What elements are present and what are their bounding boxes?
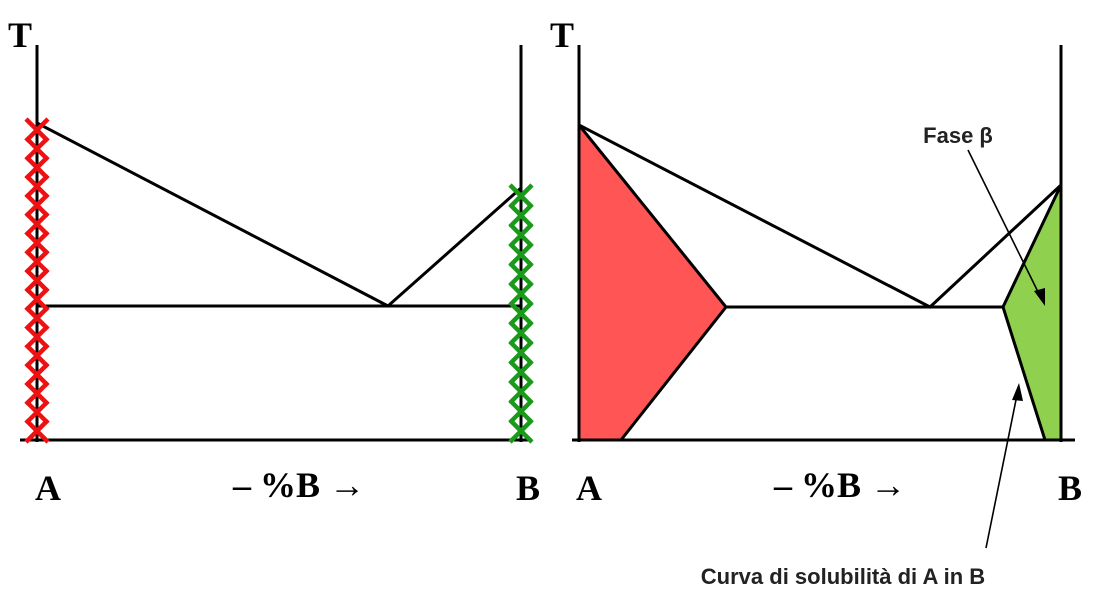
pure-A-x-marker bbox=[24, 155, 50, 181]
pure-B-x-marker bbox=[508, 359, 534, 385]
pure-B-x-marker bbox=[508, 379, 534, 405]
left-y-axis-label: T bbox=[8, 15, 32, 55]
pure-A-x-marker bbox=[24, 399, 50, 425]
right-x-label-A: A bbox=[576, 468, 602, 508]
pure-B-x-marker bbox=[508, 202, 534, 229]
left-liquidus bbox=[36, 121, 522, 308]
pure-A-x-marker bbox=[24, 286, 50, 312]
pure-B-x-marker bbox=[508, 300, 534, 327]
solubility-arrowhead bbox=[1012, 383, 1023, 401]
pure-A-x-marker bbox=[24, 324, 50, 350]
pure-B-x-marker bbox=[508, 281, 534, 307]
pure-A-marker-column bbox=[24, 117, 50, 444]
pure-A-x-marker bbox=[24, 267, 50, 294]
pure-B-marker-column bbox=[508, 183, 534, 444]
pure-A-x-marker bbox=[24, 249, 50, 275]
right-phase-diagram: T A B – %B → Fase β Curva di solubilità … bbox=[550, 15, 1082, 589]
solubility-pointer-arrow bbox=[985, 389, 1019, 549]
pure-A-x-marker bbox=[24, 173, 50, 200]
pure-B-x-marker bbox=[508, 183, 534, 209]
left-x-label-A: A bbox=[35, 468, 61, 508]
beta-arrowhead bbox=[1034, 288, 1045, 306]
pure-A-x-marker bbox=[24, 361, 50, 388]
pure-A-x-marker bbox=[24, 211, 50, 237]
beta-phase-label: Fase β bbox=[923, 123, 993, 148]
pure-B-x-marker bbox=[508, 242, 534, 268]
pure-B-x-marker bbox=[508, 261, 534, 287]
left-x-axis-label: – %B → bbox=[232, 465, 365, 505]
right-x-axis-label: – %B → bbox=[773, 465, 906, 505]
beta-pointer-arrow bbox=[967, 149, 1043, 301]
pure-A-x-marker bbox=[24, 343, 50, 369]
pure-B-x-marker bbox=[508, 340, 534, 366]
beta-phase-region bbox=[1001, 184, 1063, 442]
right-y-axis-label: T bbox=[550, 15, 574, 55]
pure-B-x-marker bbox=[508, 418, 534, 444]
right-x-label-B: B bbox=[1058, 468, 1082, 508]
pure-B-x-marker bbox=[508, 222, 534, 248]
pure-B-x-marker bbox=[508, 320, 534, 346]
pure-A-x-marker bbox=[24, 117, 50, 143]
pure-A-x-marker bbox=[24, 418, 50, 444]
pure-A-x-marker bbox=[24, 192, 50, 218]
pure-B-x-marker bbox=[508, 398, 534, 425]
alpha-phase-region bbox=[577, 120, 728, 442]
right-liquidus bbox=[578, 123, 1063, 309]
left-phase-diagram: T A B – %B → bbox=[8, 15, 540, 508]
pure-A-x-marker bbox=[24, 380, 50, 406]
pure-A-x-marker bbox=[24, 136, 50, 162]
pure-A-x-marker bbox=[24, 230, 50, 256]
solubility-curve-label: Curva di solubilità di A in B bbox=[701, 564, 985, 589]
left-x-label-B: B bbox=[516, 468, 540, 508]
pure-A-x-marker bbox=[24, 305, 50, 331]
